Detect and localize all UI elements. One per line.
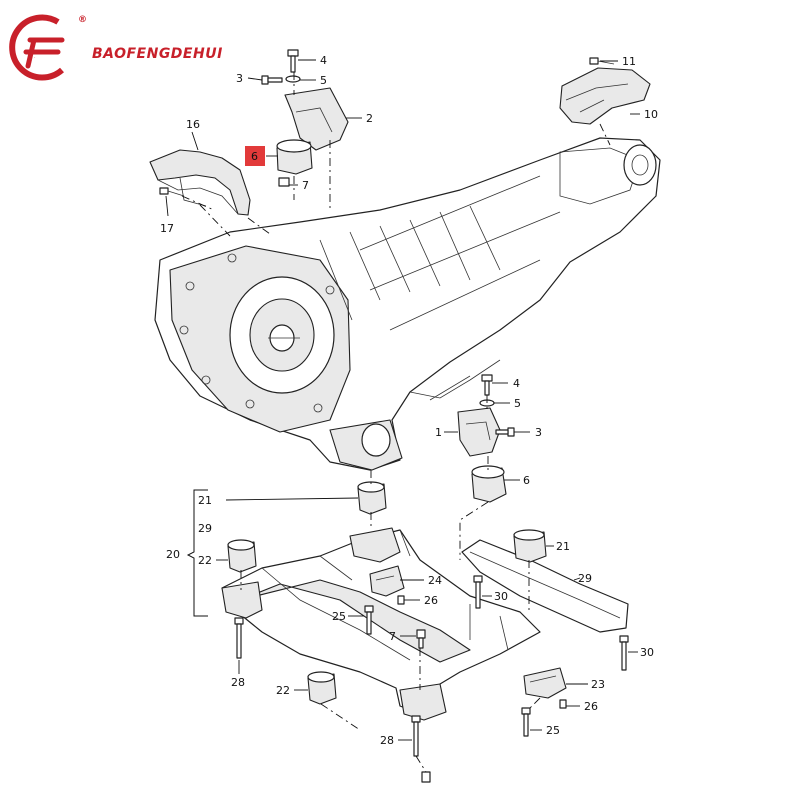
bushing-21-left [357,481,387,515]
bushing-22-bottom [307,671,337,705]
highlight-callout-6 [245,146,265,166]
callout-7-bottom: 7 [389,630,396,643]
callout-3-top: 3 [236,72,243,85]
callout-2: 2 [366,112,373,125]
bushing-21-right [513,529,547,563]
bushing-22-top [227,539,257,573]
mount-6-top [276,139,313,175]
callout-29-right: 29 [578,572,592,585]
heat-shield-10 [559,67,651,125]
bolt-26-left [397,595,405,605]
bolt-30-bottom [619,635,629,671]
callout-labels: 4 3 5 2 11 10 16 6 7 17 4 5 1 3 6 21 29 … [160,54,658,747]
callout-25-right: 25 [546,724,560,737]
callout-30-bottom: 30 [640,646,654,659]
bolt-4-top [287,49,299,73]
callout-4-mid: 4 [513,377,520,390]
transmission-housing [154,137,661,471]
washer-5-top [285,75,301,83]
nut-7-top [278,177,290,187]
bolt-3-mid [495,427,515,437]
bolt-11 [589,57,615,65]
callout-26-left: 26 [424,594,438,607]
callout-1: 1 [435,426,442,439]
assembly-lines [181,72,611,773]
bracket-24 [369,565,405,597]
callout-24: 24 [428,574,442,587]
callout-29-left: 29 [198,522,212,535]
callout-6-top: 6 [251,150,258,163]
brand-name: BAOFENGDEHUI [92,46,223,62]
callout-28-bottom: 28 [380,734,394,747]
bolt-30-top [473,575,483,609]
callout-17: 17 [160,222,174,235]
bolt-7-bottom [416,629,426,649]
callout-6-mid: 6 [523,474,530,487]
callout-28-left: 28 [231,676,245,689]
group-brace-20 [186,489,208,617]
callout-21-left: 21 [198,494,212,507]
callout-23: 23 [591,678,605,691]
leader-lines [165,59,640,741]
callout-22-top: 22 [198,554,212,567]
callout-25-left: 25 [332,610,346,623]
bolt-4-mid [481,374,493,396]
callout-3-mid: 3 [535,426,542,439]
callout-26-right: 26 [584,700,598,713]
bolt-17 [159,187,185,197]
bf-logo-icon: BF [9,14,65,81]
callout-7-top: 7 [302,179,309,192]
bracket-2-top [284,87,349,151]
brand-logo: BF ® BAOFENGDEHUI [9,14,223,81]
subframe-crossmember [221,527,541,721]
mount-6-mid [471,465,507,503]
logo-letters: BF [34,57,36,59]
bolt-28-bottom [411,715,421,757]
callout-5-mid: 5 [514,397,521,410]
callout-10: 10 [644,108,658,121]
callout-20: 20 [166,548,180,561]
callout-21-right: 21 [556,540,570,553]
heat-shield-16 [149,149,251,216]
crossmember-rail-29 [461,539,629,633]
callout-16: 16 [186,118,200,131]
bracket-23 [523,667,567,699]
callout-30-top: 30 [494,590,508,603]
registered-mark: ® [78,15,88,25]
callout-11: 11 [622,55,636,68]
bolt-25-left [364,605,374,635]
callout-22-bottom: 22 [276,684,290,697]
bolt-28-left [234,617,244,659]
bolt-3-top [261,75,283,85]
bracket-1-mid [457,407,501,457]
bolt-end-bottom [421,771,431,783]
callout-4-top: 4 [320,54,327,67]
bolt-25-right [521,707,531,737]
bolt-26-right [559,699,567,709]
callout-5-top: 5 [320,74,327,87]
